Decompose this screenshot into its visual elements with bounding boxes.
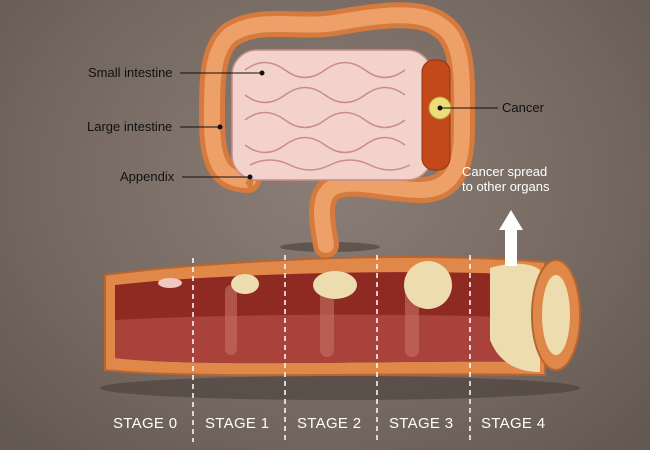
- stage-2-label: STAGE 2: [297, 415, 362, 432]
- leader-lines: [180, 70, 498, 180]
- stage-0-label: STAGE 0: [113, 415, 178, 432]
- spread-line-1: Cancer spread: [462, 164, 548, 179]
- stage-3-label: STAGE 3: [389, 415, 454, 432]
- tumor-stage-0: [158, 278, 182, 288]
- stage-1-label: STAGE 1: [205, 415, 270, 432]
- stage-dividers: [192, 255, 471, 442]
- tube-shadow: [100, 376, 580, 400]
- tumor-stage-2: [313, 271, 357, 299]
- label-cancer-spread: Cancer spread to other organs: [462, 164, 549, 194]
- colon-tube-cross-section: [104, 256, 581, 377]
- spread-line-2: to other organs: [462, 179, 550, 194]
- tumor-stage-4: [490, 263, 540, 372]
- arrow-up-icon: [499, 210, 523, 266]
- small-intestine: [231, 49, 433, 181]
- tumor-stage-3: [404, 261, 452, 309]
- label-cancer: Cancer: [502, 100, 544, 115]
- tumor-stage-1: [231, 274, 259, 294]
- label-small-intestine: Small intestine: [88, 65, 173, 80]
- stage-4-label: STAGE 4: [481, 415, 546, 432]
- label-large-intestine: Large intestine: [87, 119, 173, 134]
- label-appendix: Appendix: [120, 169, 175, 184]
